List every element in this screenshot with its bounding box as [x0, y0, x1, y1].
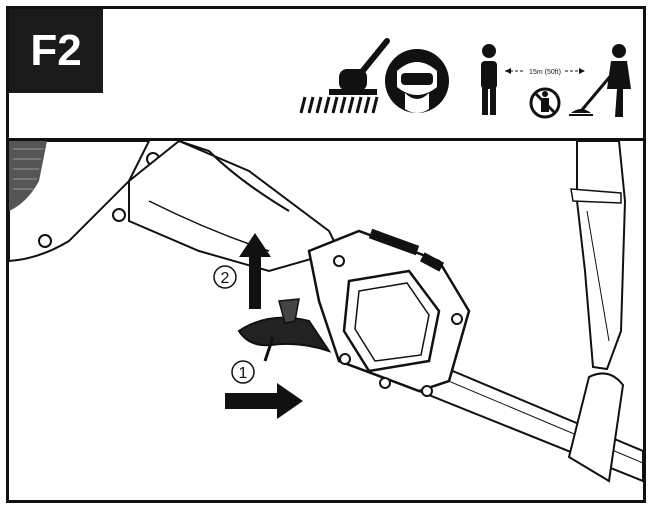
- motor-housing: [9, 141, 160, 263]
- trimmer-illustration: 2 1: [9, 141, 643, 483]
- face-shield-icon: [385, 49, 449, 113]
- operator-icon: [569, 44, 631, 117]
- step-1-label: 1: [239, 365, 248, 382]
- trigger-lever: [237, 298, 332, 362]
- safety-icons: 15m (50ft): [299, 38, 631, 119]
- distance-marker: 15m (50ft): [505, 66, 585, 76]
- trimmer-debris-icon: [299, 38, 390, 114]
- no-bystander-icon: [529, 87, 561, 119]
- figure-frame: F2: [6, 6, 646, 503]
- figure-header: F2: [9, 9, 643, 141]
- step-2-label: 2: [221, 270, 230, 287]
- step-1-marker: 1: [231, 360, 255, 384]
- switch-housing: [307, 228, 471, 397]
- guard-bracket: [567, 141, 627, 483]
- step-2-marker: 2: [213, 265, 237, 289]
- arrow-up-icon: [239, 233, 271, 309]
- distance-label: 15m (50ft): [529, 69, 561, 76]
- arrow-right-icon: [225, 383, 303, 419]
- bystander-icon: [481, 44, 497, 115]
- figure-label: F2: [9, 9, 103, 93]
- handle-body: [128, 141, 341, 273]
